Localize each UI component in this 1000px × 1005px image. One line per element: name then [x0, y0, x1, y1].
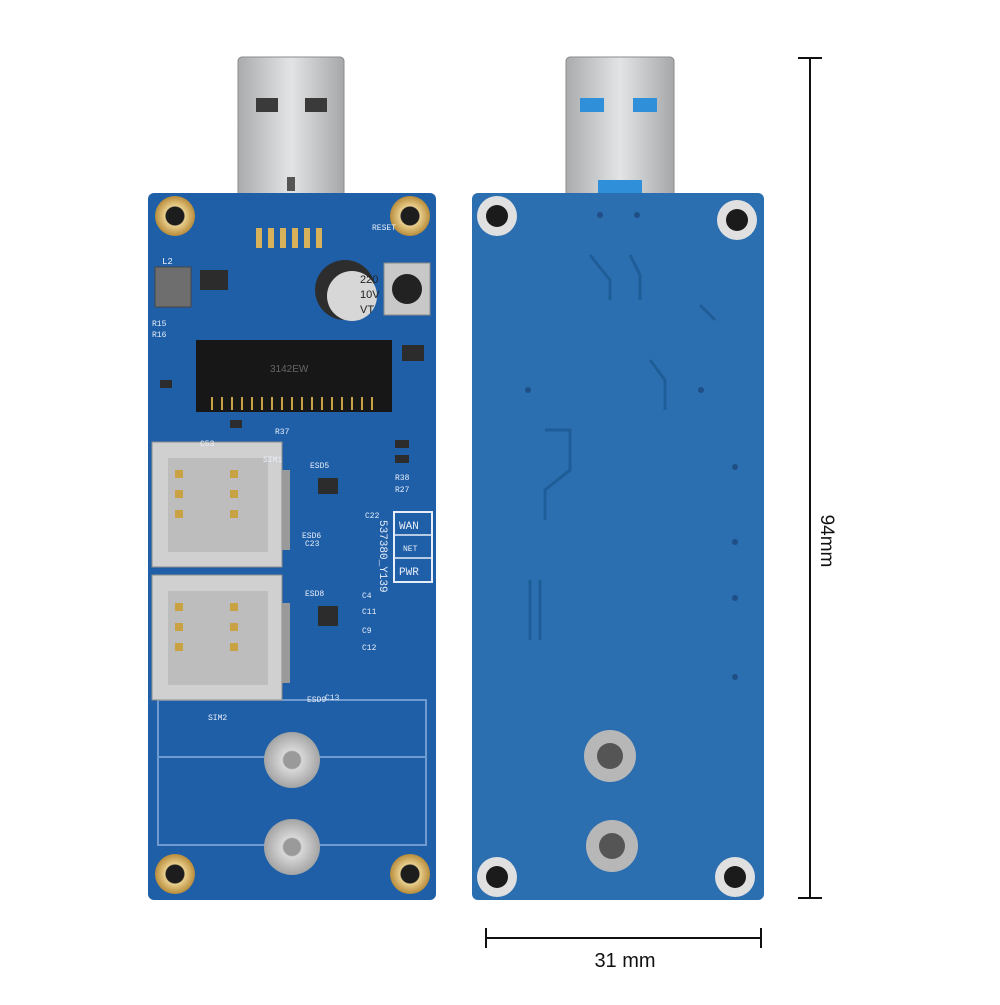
mounting-hole [390, 196, 430, 236]
back-usb-connector [565, 56, 675, 198]
svg-text:C23: C23 [305, 540, 320, 549]
m2-socket: 3142EW [196, 340, 392, 412]
mounting-hole [155, 196, 195, 236]
svg-text:220: 220 [360, 274, 378, 286]
height-dimension-line [798, 57, 822, 899]
svg-text:ESD8: ESD8 [305, 590, 324, 599]
svg-text:L2: L2 [162, 257, 173, 267]
electrolytic-capacitor: 220 10V VT [315, 260, 380, 321]
silkscreen: L2 R15 R16 C53 R37 SIM2 SIM1 ESD5 ESD6 E… [152, 224, 410, 723]
inductor [154, 266, 192, 308]
svg-text:C53: C53 [200, 440, 215, 449]
svg-text:10V: 10V [360, 289, 380, 301]
width-dimension-line [485, 928, 762, 948]
svg-text:ESD9: ESD9 [307, 696, 326, 705]
standoff [264, 732, 320, 788]
vias [525, 212, 738, 680]
standoff [264, 819, 320, 875]
svg-text:R38: R38 [395, 474, 410, 483]
back-pcb [472, 193, 764, 900]
svg-text:SIM1: SIM1 [263, 456, 282, 465]
led-label-box: WAN NET PWR [393, 511, 433, 583]
reset-button [383, 262, 431, 316]
back-board [472, 56, 764, 900]
mounting-hole [155, 854, 195, 894]
front-board: 220 10V VT 3142EW [148, 56, 436, 900]
smd-components [160, 270, 424, 626]
svg-text:C12: C12 [362, 644, 377, 653]
svg-text:C4: C4 [362, 592, 372, 601]
front-usb-connector [237, 56, 345, 233]
svg-text:C22: C22 [365, 512, 380, 521]
svg-text:NET: NET [403, 545, 418, 554]
svg-text:RESET: RESET [372, 224, 396, 233]
svg-text:R15: R15 [152, 320, 167, 329]
svg-text:SIM2: SIM2 [208, 714, 227, 723]
sim-slot-2 [151, 574, 290, 701]
svg-text:R37: R37 [275, 428, 290, 437]
svg-text:C11: C11 [362, 608, 377, 617]
svg-text:3142EW: 3142EW [270, 364, 309, 375]
svg-text:ESD5: ESD5 [310, 462, 329, 471]
width-dimension-label: 31 mm [594, 950, 656, 972]
svg-text:C13: C13 [325, 694, 340, 703]
svg-text:R27: R27 [395, 486, 410, 495]
svg-text:R16: R16 [152, 331, 167, 340]
pcb-traces [528, 254, 717, 640]
svg-text:VT: VT [360, 304, 374, 316]
mounting-hole [390, 854, 430, 894]
svg-text:C9: C9 [362, 627, 372, 636]
svg-text:ESD6: ESD6 [302, 532, 321, 541]
sim-slot-1 [151, 441, 290, 568]
svg-text:WAN: WAN [399, 521, 419, 533]
svg-text:PWR: PWR [399, 567, 419, 579]
svg-text:537380_Y139: 537380_Y139 [376, 520, 388, 593]
height-dimension-label: 94mm [816, 514, 837, 568]
